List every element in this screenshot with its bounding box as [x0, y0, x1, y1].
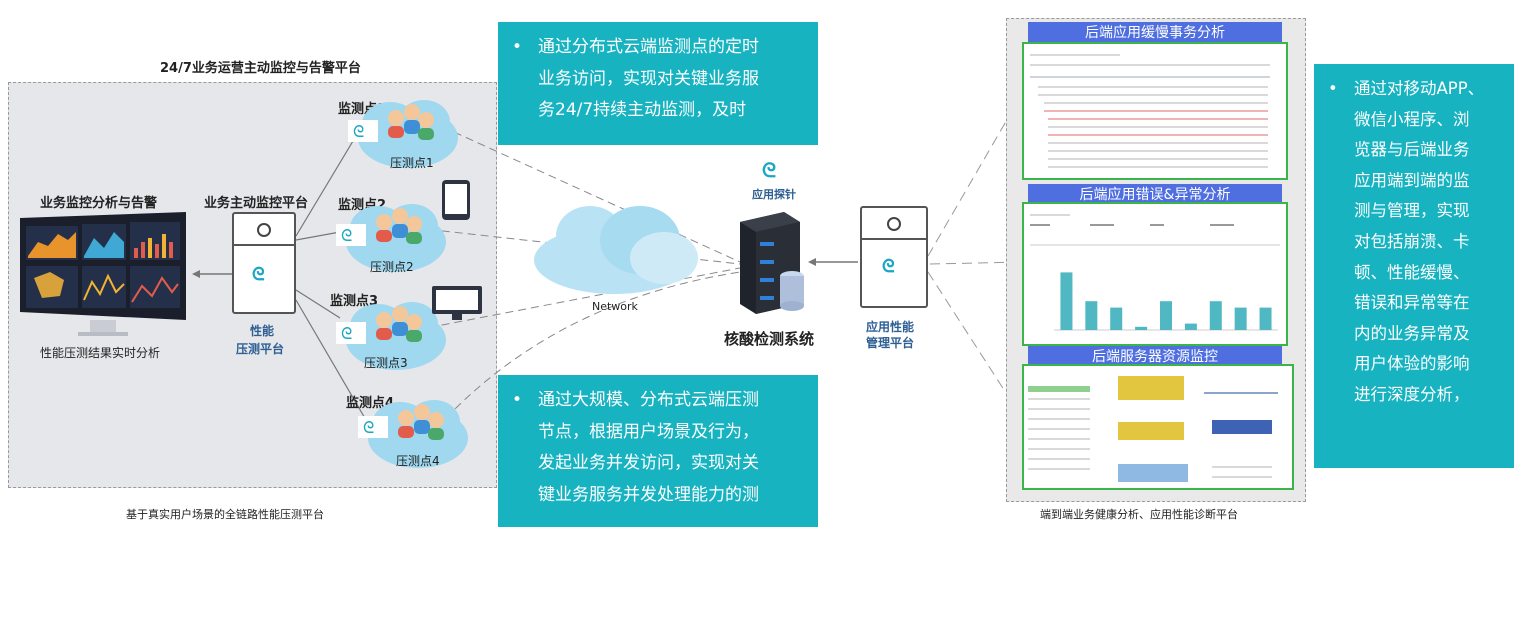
callout-bottom-line-1: 通过大规模、分布式云端压测 — [538, 390, 759, 410]
callout-right: • 通过对移动APP、 微信小程序、浏 览器与后端业务 应用端到端的监 测与管理… — [1314, 64, 1514, 468]
callout-right-line-6: 对包括崩溃、卡 — [1354, 231, 1470, 251]
apm-label-1: 应用性能 — [866, 320, 915, 334]
monitor-point-3-label: 监测点3 — [330, 294, 379, 309]
dashboard-monitor — [20, 212, 186, 336]
callout-right-bullet: • — [1328, 79, 1338, 98]
pressure-point-2-label: 压测点2 — [370, 260, 414, 274]
active-platform-title: 业务主动监控平台 — [204, 196, 309, 211]
core-system-label: 核酸检测系统 — [724, 330, 815, 348]
monitor-caption: 性能压测结果实时分析 — [40, 346, 161, 360]
pressure-point-1-label: 压测点1 — [390, 156, 434, 170]
server-knob-icon — [257, 223, 271, 237]
left-top-title: 24/7业务运营主动监控与告警平台 — [160, 61, 361, 76]
desktop-monitor-icon — [432, 286, 482, 320]
callout-top: • 通过分布式云端监测点的定时 业务访问，实现对关键业务服 务24/7持续主动监… — [498, 22, 818, 145]
callout-right-line-4: 应用端到端的监 — [1354, 170, 1470, 190]
mini-chart-bar — [1135, 326, 1148, 330]
apm-server: ᘓ — [860, 206, 928, 308]
callout-right-line-3: 览器与后端业务 — [1354, 140, 1470, 160]
callout-right-line-8: 错误和异常等在 — [1354, 293, 1470, 313]
callout-right-line-1: 通过对移动APP、 — [1354, 79, 1485, 98]
callout-bottom-line-3: 发起业务并发访问，实现对关 — [538, 453, 759, 473]
shot2-title: 后端应用错误&异常分析 — [1028, 184, 1282, 206]
slow-transaction-screenshot — [1022, 42, 1288, 180]
error-analysis-screenshot — [1022, 202, 1288, 346]
callout-top-line-3: 务24/7持续主动监测，及时 — [538, 100, 747, 120]
callout-right-line-10: 用户体验的影响 — [1354, 354, 1470, 374]
apm-knob-icon — [887, 217, 901, 231]
network-label: Network — [592, 300, 638, 313]
mini-chart-bar — [1234, 307, 1247, 330]
tablet-icon — [442, 180, 470, 220]
perf-platform-label-2: 压测平台 — [236, 342, 285, 356]
dashboard-monitor-graphic — [20, 212, 186, 336]
callout-right-line-2: 微信小程序、浏 — [1354, 109, 1470, 129]
right-bottom-title: 端到端业务健康分析、应用性能诊断平台 — [1040, 508, 1238, 521]
shot1-title: 后端应用缓慢事务分析 — [1028, 22, 1282, 44]
callout-top-line-2: 业务访问，实现对关键业务服 — [538, 68, 759, 89]
pressure-cloud-1: ᘓ — [348, 100, 458, 168]
error-bar-chart — [1054, 272, 1278, 331]
pressure-cloud-2: ᘓ — [336, 204, 446, 272]
mini-chart-bar — [1085, 301, 1098, 330]
callout-top-line-1: 通过分布式云端监测点的定时 — [538, 37, 759, 57]
callout-top-bullet: • — [512, 37, 523, 57]
callout-right-line-5: 测与管理，实现 — [1354, 201, 1470, 221]
pressure-point-3-label: 压测点3 — [364, 356, 408, 370]
svg-text:ᘓ: ᘓ — [363, 418, 374, 437]
apm-logo-icon: ᘓ — [882, 256, 895, 277]
mini-chart-bar — [1259, 307, 1272, 330]
svg-text:ᘓ: ᘓ — [341, 226, 352, 245]
perf-platform-label-1: 性能 — [250, 324, 275, 338]
svg-text:ᘓ: ᘓ — [341, 324, 352, 343]
pressure-cloud-4: ᘓ — [358, 400, 468, 468]
probe-label: 应用探针 — [752, 188, 796, 201]
callout-right-line-9: 内的业务异常及 — [1354, 323, 1470, 343]
svg-text:ᘓ: ᘓ — [353, 122, 364, 141]
pressure-point-4-label: 压测点4 — [396, 454, 440, 468]
probe-logo-icon: ᘓ — [762, 158, 777, 182]
mini-chart-bar — [1110, 307, 1123, 330]
callout-right-line-11: 进行深度分析， — [1354, 384, 1470, 404]
mini-chart-bar — [1160, 301, 1172, 330]
core-server-icon — [740, 212, 804, 314]
mini-chart-bar — [1209, 301, 1222, 330]
network-cloud-icon — [534, 206, 698, 294]
cloud-logo-icon: ᘓ — [252, 264, 265, 285]
mini-chart-bar — [1060, 272, 1073, 330]
callout-bottom: • 通过大规模、分布式云端压测 节点，根据用户场景及行为， 发起业务并发访问，实… — [498, 375, 818, 527]
callout-bottom-line-2: 节点，根据用户场景及行为， — [538, 421, 759, 442]
active-monitor-server: ᘓ — [232, 212, 296, 314]
callout-right-line-7: 顿、性能缓慢、 — [1354, 262, 1470, 282]
pressure-cloud-3: ᘓ — [336, 302, 446, 370]
monitor-title: 业务监控分析与告警 — [40, 196, 158, 211]
callout-bottom-bullet: • — [512, 390, 523, 410]
shot3-title: 后端服务器资源监控 — [1028, 346, 1282, 368]
server-resource-screenshot — [1022, 364, 1294, 490]
callout-bottom-line-4: 键业务服务并发处理能力的测 — [538, 484, 759, 505]
apm-label-2: 管理平台 — [866, 336, 915, 350]
left-bottom-title: 基于真实用户场景的全链路性能压测平台 — [126, 508, 324, 521]
mini-chart-bar — [1184, 323, 1197, 330]
